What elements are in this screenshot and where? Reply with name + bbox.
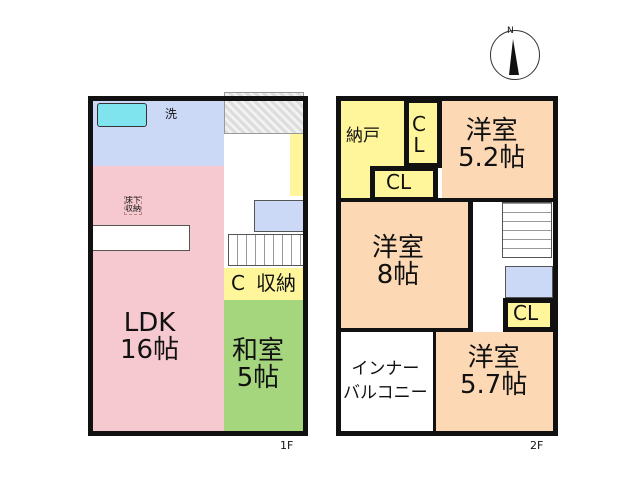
ldk-size: 16帖 [120, 335, 180, 366]
western-room-5-7-size: 5.7帖 [460, 370, 528, 401]
japanese-room-size: 5帖 [236, 363, 280, 394]
floor-2-outer-wall [336, 96, 558, 436]
washroom [158, 100, 224, 166]
inner-balcony-label: インナー バルコニー [343, 359, 428, 403]
western-room-5-2 [442, 100, 554, 200]
ldk-name: LDK [123, 308, 176, 338]
floor-2-label: 2F [530, 439, 544, 452]
compass-label: N [507, 26, 514, 36]
floor-1-outer-wall [88, 96, 308, 436]
western-room-8-size: 8帖 [376, 260, 420, 291]
western-room-5-7 [436, 332, 554, 432]
closet-vertical-label: C L [412, 112, 426, 157]
western-room-5-2-name: 洋室 [465, 116, 518, 146]
closet-c-label: C [231, 271, 245, 295]
japanese-room-name: 和室 [232, 336, 285, 366]
bathtub [97, 103, 147, 127]
hall-closet [290, 134, 304, 196]
toilet-2f [505, 266, 553, 298]
western-room-5-7-name: 洋室 [467, 343, 520, 373]
underfloor-storage-label: 床下 収納 [124, 196, 142, 215]
room-8-right-wall [468, 200, 473, 332]
storage-room [254, 268, 304, 300]
washroom-label: 洗 [165, 107, 178, 121]
stairs-2f [502, 202, 552, 258]
storage-label: 収納 [256, 271, 296, 295]
room-8-bottom-wall [336, 328, 473, 332]
storeroom-label: 納戸 [346, 126, 380, 146]
western-room-8 [338, 202, 470, 330]
japanese-room [224, 300, 304, 432]
western-room-8-name: 洋室 [372, 233, 425, 263]
western-room-5-2-size: 5.2帖 [458, 143, 526, 174]
closet-small-label: CL [513, 301, 539, 325]
closet-c [224, 268, 254, 300]
upper-rooms-bottom-wall [336, 198, 556, 202]
ldk-room [90, 166, 224, 432]
closet-horizontal-label: CL [386, 170, 412, 194]
closet-small [503, 298, 555, 332]
floor-1-label: 1F [280, 439, 294, 452]
north-compass-icon: N [490, 26, 540, 80]
